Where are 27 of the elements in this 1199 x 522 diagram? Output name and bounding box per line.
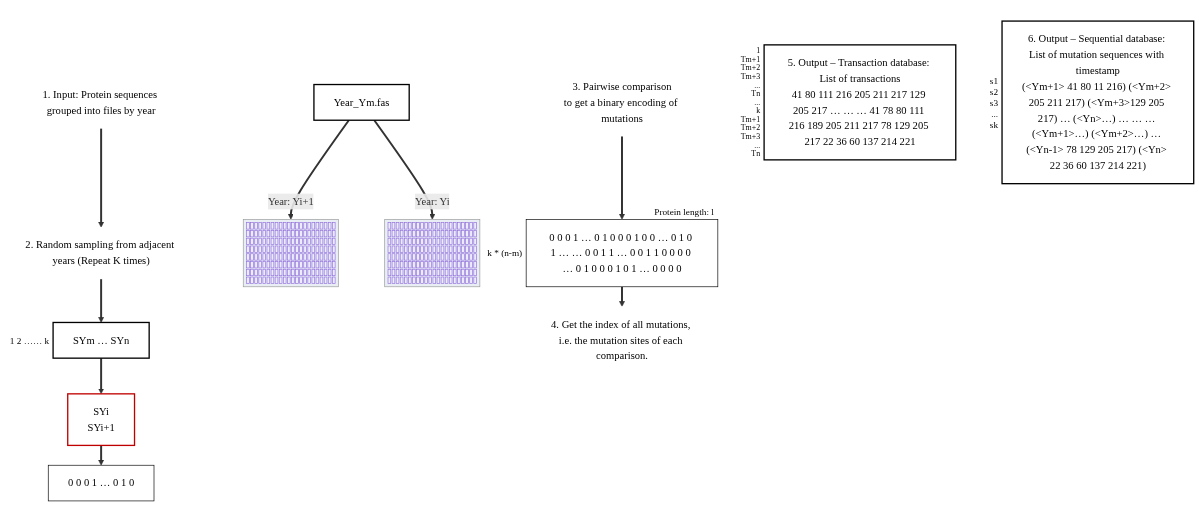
node-box: 6. Output – Sequential database: List of mutation sequences with timestamp (<Ym+1> 41 80 11 216) (<Ym+2> 205 211 217) (<Ym+3>129 205 217) … (<Yn>…) … … … (<Ym+1>…) (<Ym+2>…) … (<Yn-1> 78 129 205 217) (<Yn> 22 36 60 137 214 221) (1001, 20, 1195, 185)
side-label: k * (n-m) (487, 248, 523, 259)
node-box: SYi SYi+1 (67, 393, 136, 447)
side-label: 1 2 …… k (9, 335, 50, 346)
node-text: 3. Pairwise comparison to get a binary encoding of mutations (563, 80, 678, 124)
node-text: 4. Get the index of all mutations, i.e. the mutation sites of each comparison. (551, 318, 691, 362)
side-label: s3 (989, 98, 999, 108)
side-label: Protein length: l (654, 207, 714, 218)
arrow (98, 444, 105, 466)
node-box: 0 0 0 1 … 0 1 0 0 0 1 0 0 … 0 1 0 1 … … 0 0 1 1 … 0 0 1 1 0 0 0 0 … 0 1 0 0 0 1 0 1 … 0 0 0 0 (525, 219, 719, 288)
arrow (98, 277, 105, 323)
node-box: 5. Output – Transaction database: List of transactions 41 80 111 216 205 211 217 129 205 217 … … … 41 78 80 111 216 189 205 211 217 78 129 205 217 22 36 60 137 214 221 (763, 44, 957, 161)
node-box: Year_Ym.fas (313, 83, 410, 121)
side-label: ... (991, 109, 999, 120)
edge-label: Year: Yi (414, 195, 450, 207)
node-box: SYm … SYn (52, 321, 150, 359)
node-text: 1. Input: Protein sequences grouped into files by year (42, 88, 158, 116)
side-label: sk (989, 120, 999, 131)
arrow (619, 135, 625, 220)
node-box: 0 0 0 1 … 0 1 0 (47, 464, 155, 502)
arrow (98, 127, 105, 228)
side-label: s1 (989, 75, 999, 86)
node-text: 2. Random sampling from adjacent years (Repeat K times) (25, 239, 175, 267)
side-label: s2 (989, 86, 999, 97)
edge-label: Year: Yi+1 (267, 195, 314, 207)
arrow (619, 285, 625, 307)
arrow (98, 357, 105, 395)
